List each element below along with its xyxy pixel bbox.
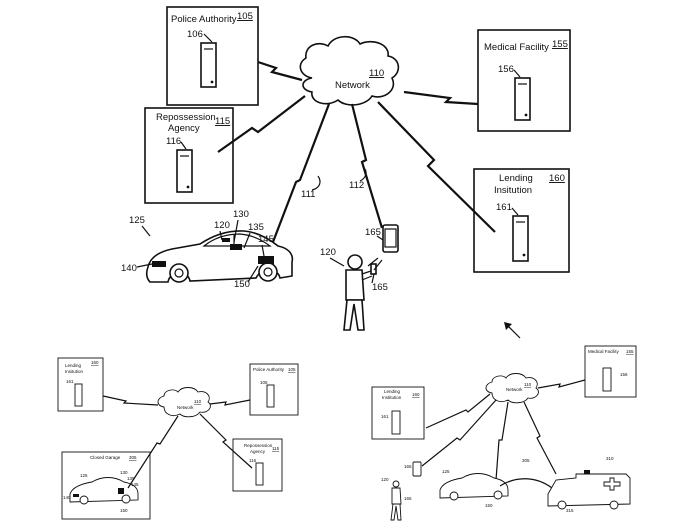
link-lending-network <box>377 101 496 233</box>
lending-institution-box: Lending Insitution 160 161 <box>473 168 570 273</box>
police-authority-ref: 105 <box>237 11 253 22</box>
server-icon <box>176 149 193 193</box>
lending-ref: 160 <box>549 173 565 184</box>
bl-repo-label-2: Agency <box>250 449 266 454</box>
bl-police-ref: 105 <box>288 367 296 372</box>
repossession-label-line1: Repossession <box>156 112 216 123</box>
repossession-ref: 115 <box>215 116 230 127</box>
bl-lending-label-1: Lending <box>65 363 82 368</box>
bl-car-ref-e: 150 <box>120 508 128 513</box>
br-ambulance-ref-b: 315 <box>566 508 574 513</box>
server-icon <box>514 77 531 121</box>
user-figure <box>343 254 377 331</box>
police-authority-box: Police Authority 105 106 <box>166 6 259 106</box>
br-medical-label: Medical Facility <box>588 349 620 354</box>
bottom-right-diagram: Lending Institution 160 161 Network 110 … <box>371 345 637 521</box>
repossession-server-ref: 116 <box>166 136 181 147</box>
bl-car-ref-a: 130 <box>120 470 128 475</box>
br-lending-ref: 160 <box>412 392 420 397</box>
link-car-network <box>266 103 331 256</box>
server-icon <box>512 215 529 262</box>
br-medical-ref: 155 <box>626 349 634 354</box>
bl-repo-ref: 115 <box>272 446 280 451</box>
vehicle-ref-e: 140 <box>121 263 137 274</box>
vehicle-ref-a: 120 <box>214 220 230 231</box>
bl-car-ref-b: 135 <box>127 476 135 481</box>
bl-police-server-ref: 106 <box>260 380 268 385</box>
br-lending-label-2: Institution <box>382 395 402 400</box>
lending-label-line2: Insitution <box>494 185 532 196</box>
network-ref: 110 <box>369 68 384 79</box>
bl-lending-server-ref: 161 <box>66 379 74 384</box>
repossession-agency-box: Repossession Agency 115 116 <box>144 107 234 204</box>
bl-car-ref: 125 <box>80 473 88 478</box>
medical-facility-label: Medical Facility <box>484 42 549 53</box>
medical-server-ref: 156 <box>498 64 514 75</box>
smartphone-icon <box>382 224 399 253</box>
bottom-left-diagram: Lending Insitution 160 161 Network 110 P… <box>57 357 299 520</box>
network-cloud: Network 110 <box>299 35 400 106</box>
link-medical-network <box>403 90 479 106</box>
vehicle-ref-d: 145 <box>258 234 274 245</box>
br-network-label: Network <box>506 387 523 392</box>
bl-police-label: Police Authority <box>253 367 285 372</box>
br-ambulance-ref: 310 <box>606 456 614 461</box>
medical-facility-box: Medical Facility 155 156 <box>477 29 571 132</box>
vehicle-ref-b: 130 <box>233 209 249 220</box>
phone-ref: 165 <box>365 227 381 238</box>
vehicle-ref-c: 135 <box>248 222 264 233</box>
bl-garage-ref: 305 <box>129 455 137 460</box>
br-car-ref-b: 150 <box>485 503 493 508</box>
phone-ref-b: 165 <box>372 282 388 293</box>
police-authority-label: Police Authority <box>171 14 237 25</box>
vehicle-ref-f: 150 <box>234 279 250 290</box>
network-label: Network <box>335 80 370 91</box>
medical-facility-ref: 155 <box>552 39 568 50</box>
br-medical-server-ref: 156 <box>620 372 628 377</box>
bl-car-ref-d: 140 <box>63 495 71 500</box>
br-phone-ref: 165 <box>404 464 412 469</box>
bl-network-label: Network <box>177 405 194 410</box>
bl-car-ref-c: 145 <box>131 482 139 487</box>
br-phone-ref-b: 165 <box>404 496 412 501</box>
server-icon <box>200 42 217 88</box>
bl-network-ref: 110 <box>194 399 202 404</box>
bl-garage-label: Closed Garage <box>90 455 121 460</box>
link-phone-ref: 112 <box>349 180 364 191</box>
bl-repo-label-1: Repossession <box>244 443 273 448</box>
br-network-ref: 110 <box>524 382 532 387</box>
br-lending-server-ref: 161 <box>381 414 389 419</box>
signal-waves <box>367 257 383 271</box>
user-ref: 120 <box>320 247 336 258</box>
lending-label-line1: Lending <box>499 173 533 184</box>
bl-lending-label-2: Insitution <box>65 369 84 374</box>
repossession-label-line2: Agency <box>168 123 200 134</box>
br-link-ref: 305 <box>522 458 530 463</box>
vehicle-ref: 125 <box>129 215 145 226</box>
link-car-ref: 111 <box>301 189 315 200</box>
br-user-ref: 120 <box>381 477 389 482</box>
police-server-ref: 106 <box>187 29 203 40</box>
link-police-network <box>257 60 303 82</box>
link-repo-network <box>217 95 306 153</box>
bl-repo-server-ref: 116 <box>249 458 257 463</box>
link-phone-network <box>350 103 384 229</box>
bl-lending-ref: 160 <box>91 360 99 365</box>
br-lending-label-1: Lending <box>384 389 401 394</box>
br-car-ref: 125 <box>442 469 450 474</box>
lending-server-ref: 161 <box>496 202 512 213</box>
